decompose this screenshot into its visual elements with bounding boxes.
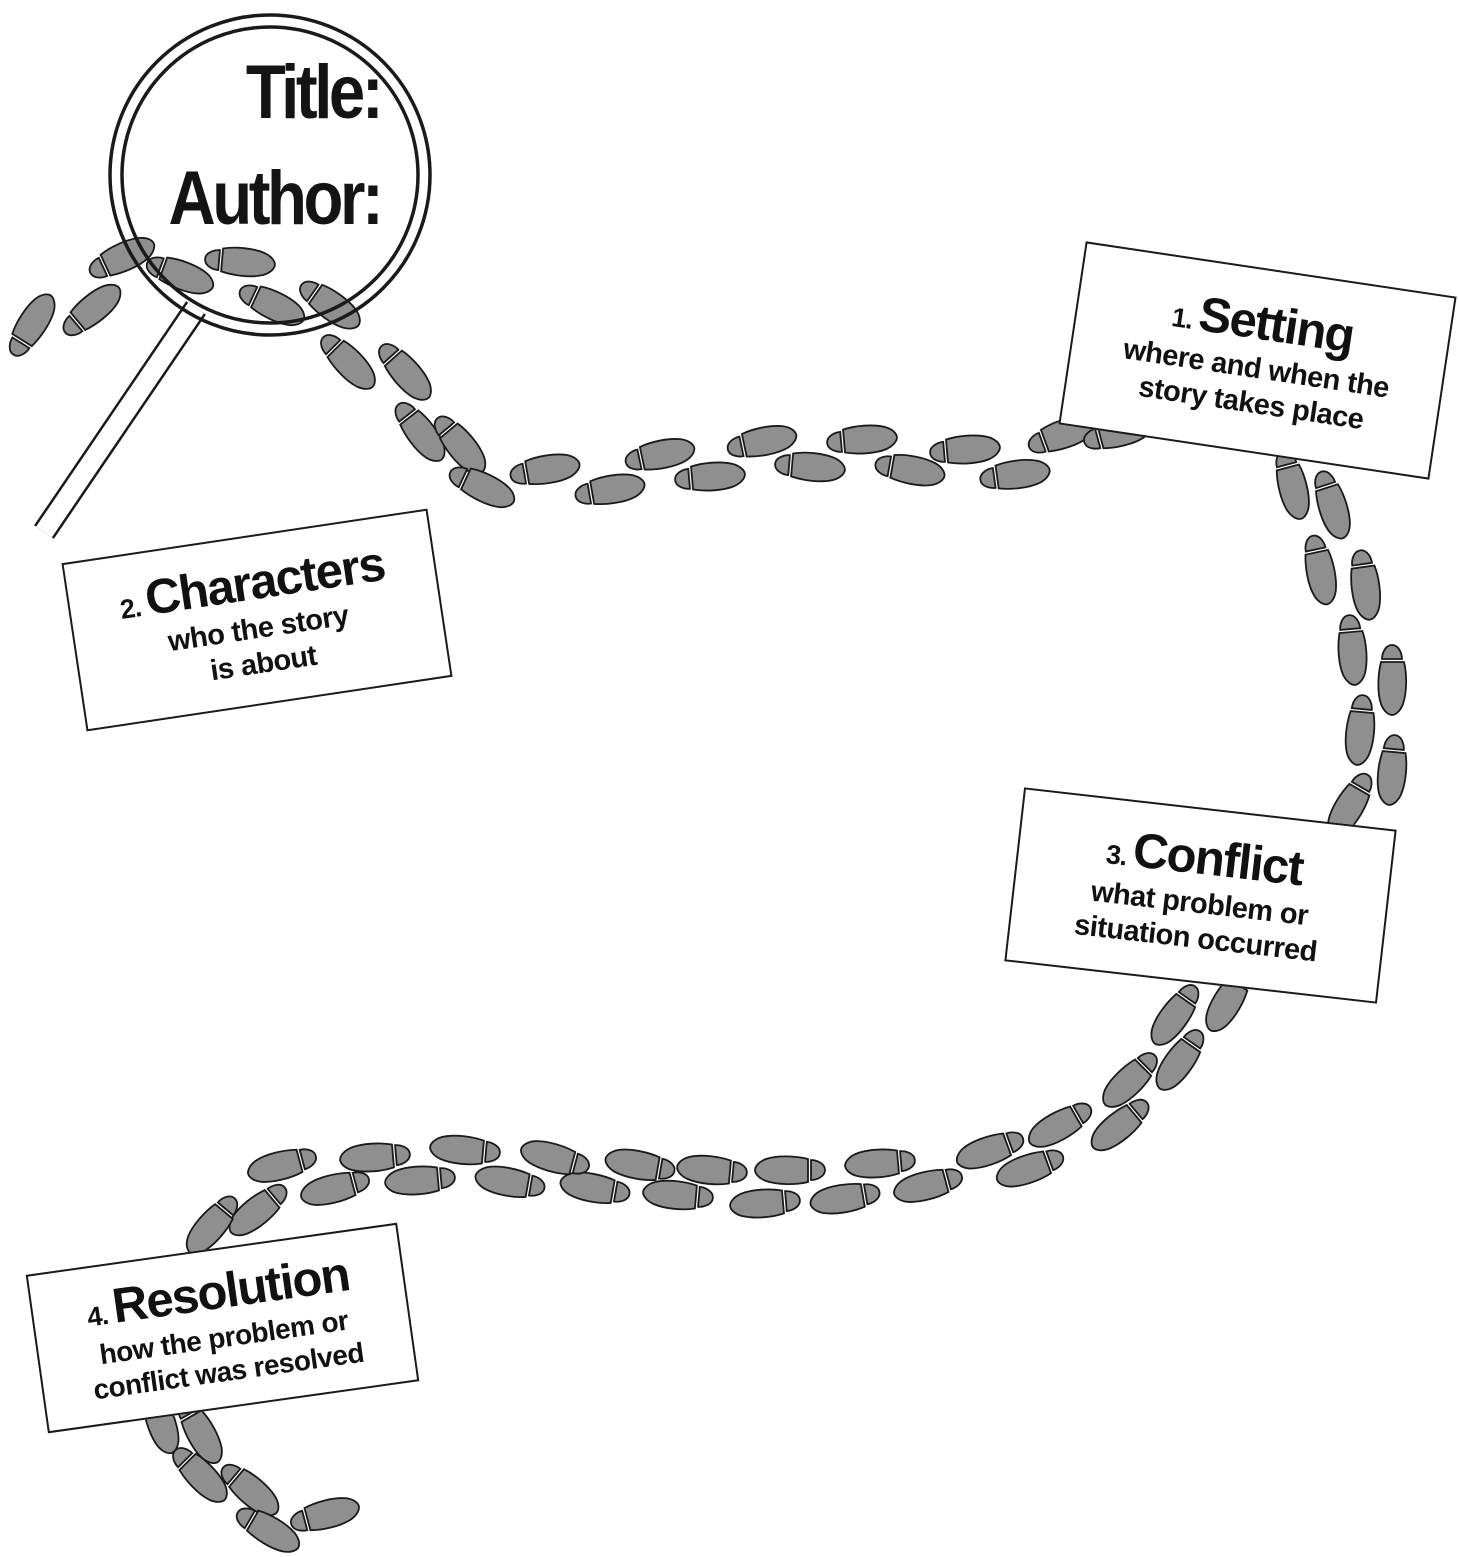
footprint-icon [220, 1463, 280, 1517]
footprint-icon [729, 1188, 801, 1219]
footprint-icon [929, 434, 1001, 465]
setting-number: 1. [1169, 302, 1195, 335]
footprint-icon [624, 438, 696, 471]
footprint-icon [172, 1447, 228, 1503]
footprint-icon [474, 1165, 546, 1198]
footprint-icon [520, 1140, 590, 1176]
footprint-icon [979, 459, 1051, 490]
magnifier-lens-text: Title: Author: [130, 50, 384, 245]
footprint-icon [726, 425, 798, 458]
footprint-icon [844, 1148, 916, 1179]
footprint-icon [995, 1149, 1065, 1188]
footprint-icon [1155, 1029, 1205, 1091]
footprint-icon [204, 246, 276, 278]
resolution-number: 4. [85, 1299, 110, 1333]
footprint-icon [826, 424, 898, 455]
footprint-icon [1314, 470, 1351, 540]
footprint-icon [676, 1154, 748, 1186]
footprint-icon [874, 454, 946, 487]
footprint-icon [1337, 614, 1368, 686]
footprint-icon [1027, 1102, 1093, 1148]
footprint-icon [955, 1131, 1025, 1170]
footprint-icon [378, 343, 432, 401]
footprint-icon [559, 1171, 631, 1204]
conflict-number: 3. [1104, 839, 1129, 872]
footprint-icon [62, 283, 122, 337]
footprint-icon [893, 1168, 963, 1203]
footprint-icon [339, 1142, 411, 1173]
footprint-icon [642, 1179, 714, 1211]
footprint-icon [384, 1165, 456, 1196]
footprint-icon [247, 1148, 317, 1183]
footprint-icon [574, 473, 646, 506]
magnifier-inner-ring [120, 25, 420, 325]
footprint-icon [1150, 984, 1200, 1046]
footprint-icon [1090, 1098, 1150, 1152]
footprint-icon [674, 461, 746, 492]
footprint-icon [509, 453, 581, 486]
footprint-icon [320, 334, 376, 390]
magnifier-outer-ring [108, 13, 432, 337]
magnifier-handle [34, 301, 206, 539]
footprint-icon [1344, 694, 1376, 766]
footprint-icon [809, 1182, 881, 1215]
footprint-icon [1102, 1052, 1158, 1108]
author-label: Author: [168, 156, 383, 241]
footprint-icon [448, 466, 516, 509]
footprint-icon [1377, 644, 1408, 716]
footprint-icon [8, 293, 56, 357]
footprint-icon [604, 1148, 676, 1181]
footprint-icon [1350, 549, 1381, 621]
characters-number: 2. [117, 591, 143, 625]
title-label: Title: [245, 50, 384, 135]
footprint-icon [429, 1134, 501, 1166]
footprint-icon [1376, 734, 1408, 806]
footprint-icon [300, 1171, 370, 1206]
footprint-icon [754, 1155, 826, 1186]
footprint-icon [1304, 534, 1337, 606]
footprint-icon [774, 451, 846, 483]
footprint-icon [235, 1507, 301, 1553]
footprint-icon [290, 1497, 360, 1532]
footprint-icon [228, 1183, 288, 1237]
